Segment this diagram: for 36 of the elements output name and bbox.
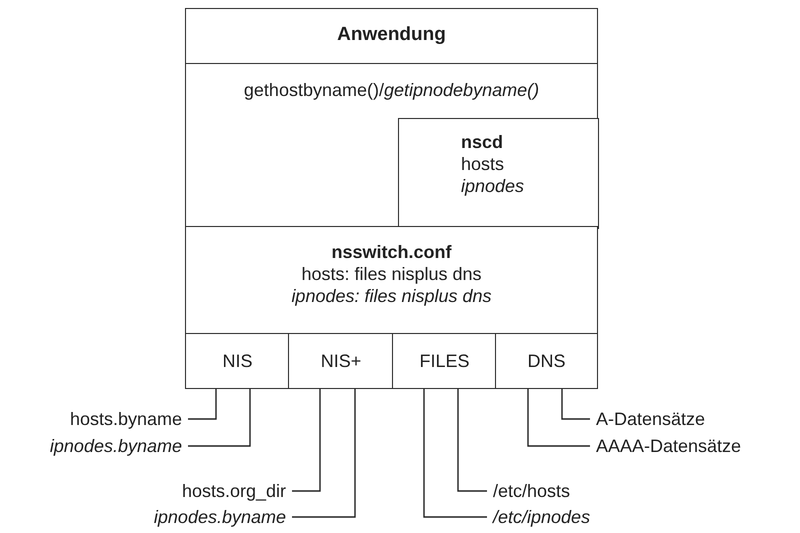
box-text: FILES	[419, 350, 470, 372]
leader-line	[561, 389, 590, 420]
box-text: gethostbyname()/getipnodebyname()	[244, 79, 540, 101]
box-text: DNS	[527, 350, 566, 372]
map-label: hosts.org_dir	[176, 480, 292, 502]
map-label: ipnodes.byname	[44, 435, 188, 457]
box-title: nscd	[461, 131, 504, 153]
layer-box	[185, 63, 598, 228]
box-text: hosts	[461, 153, 504, 175]
leader-line	[423, 389, 487, 518]
config-box	[185, 226, 598, 335]
service-box	[495, 333, 598, 389]
box-text: hosts: files nisplus dns	[301, 263, 482, 285]
box-text: ipnodes: files nisplus dns	[291, 285, 492, 307]
map-label: /etc/hosts	[487, 480, 576, 502]
leader-line	[292, 389, 356, 518]
service-box	[288, 333, 394, 389]
leader-line	[188, 389, 217, 420]
box-title: nsswitch.conf	[331, 241, 452, 263]
leader-line	[527, 389, 590, 447]
leader-line	[188, 389, 251, 447]
cache-box	[398, 118, 599, 229]
map-label: A-Datensätze	[590, 408, 712, 430]
service-box	[185, 333, 290, 389]
leader-line	[457, 389, 487, 492]
box-text: Anwendung	[337, 24, 446, 46]
service-box	[392, 333, 497, 389]
map-label: hosts.byname	[64, 408, 188, 430]
map-label: ipnodes.byname	[148, 506, 292, 528]
box-text: NIS	[222, 350, 252, 372]
box-text: NIS+	[320, 350, 362, 372]
map-label: AAAA-Datensätze	[590, 435, 748, 457]
layer-box	[185, 8, 598, 65]
map-label: /etc/ipnodes	[487, 506, 596, 528]
leader-line	[292, 389, 321, 492]
box-text: ipnodes	[461, 175, 524, 197]
